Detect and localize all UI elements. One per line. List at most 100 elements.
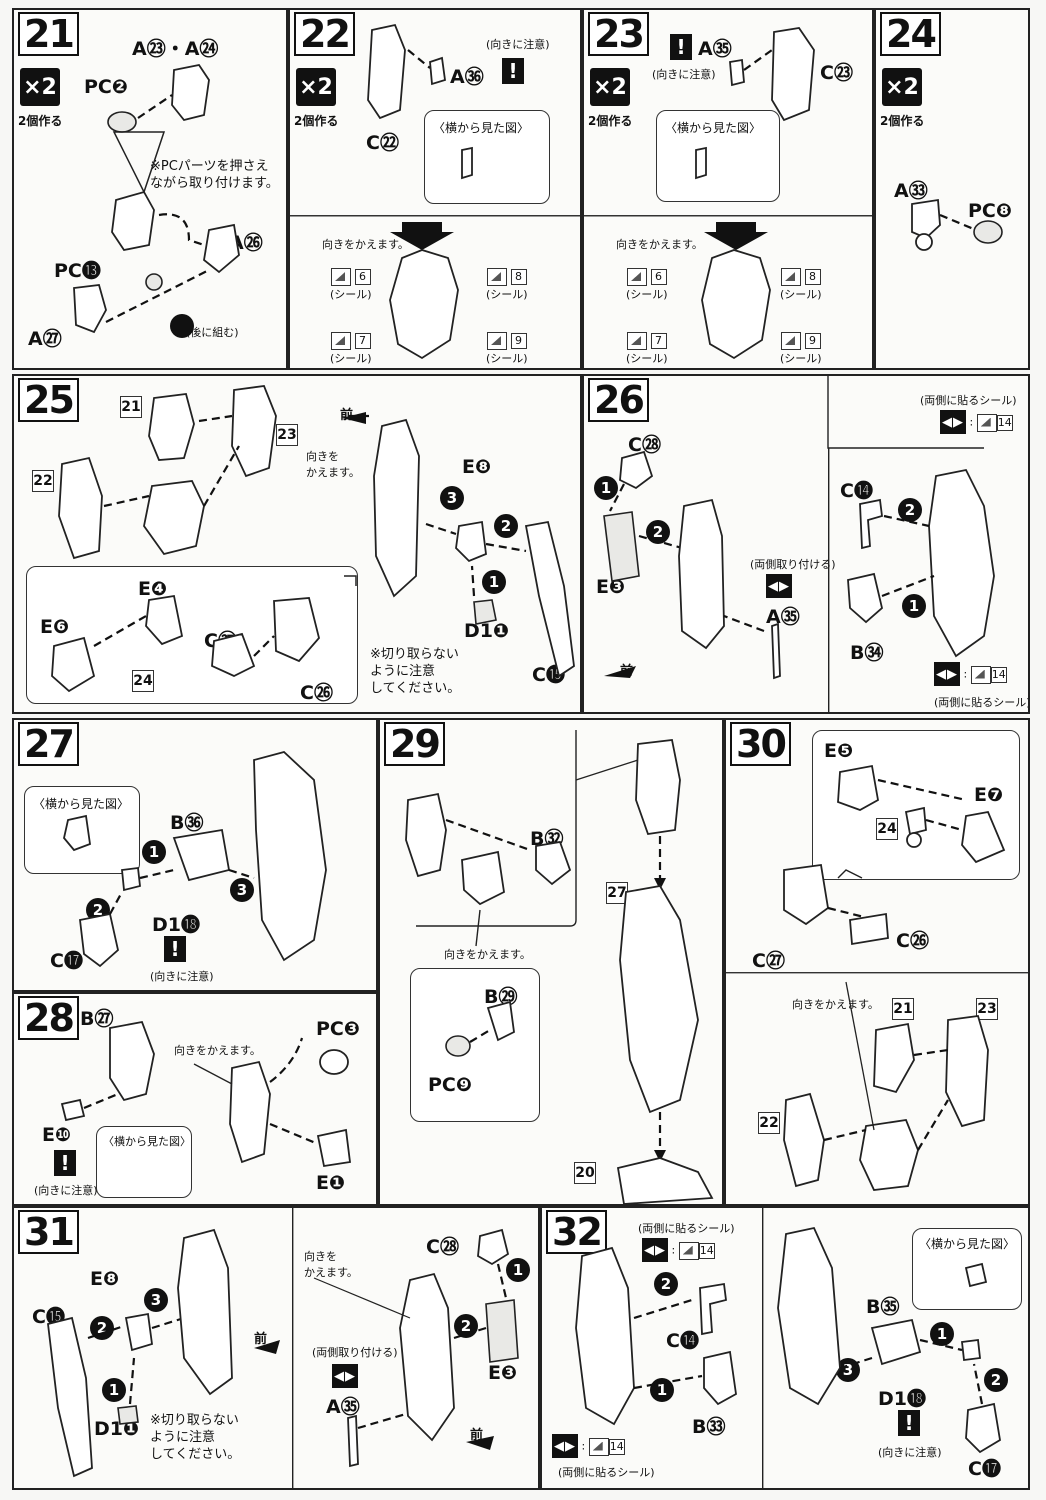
- step-28-illustration: [60, 1020, 352, 1168]
- side-view-label: 〈横から見た図〉: [919, 1237, 1016, 1251]
- ref-step-24: 24: [876, 818, 898, 840]
- part-label: C⓮: [666, 1330, 699, 1352]
- caution-caption: (向きに注意): [150, 970, 214, 983]
- sticker-callout: 6(シール): [330, 268, 372, 301]
- both-attach-caption: (両側取り付ける): [312, 1346, 398, 1359]
- part-label: PC⓭: [54, 260, 101, 282]
- part-label: C㉖: [300, 682, 333, 704]
- part-label: B㉞: [850, 642, 884, 664]
- ref-step-23: 23: [976, 998, 998, 1020]
- side-view-inset: 〈横から見た図〉: [96, 1126, 192, 1198]
- part-label: PC❸: [316, 1018, 360, 1040]
- part-label: E❹: [138, 578, 168, 600]
- step-21-illustration: [73, 63, 240, 338]
- both-sides-icon: ◀▶: [940, 410, 966, 434]
- part-label: C㉘: [426, 1236, 459, 1258]
- both-attach-caption: (両側取り付ける): [750, 558, 836, 571]
- part-label: E❽: [462, 456, 492, 478]
- step-29-panel: 29 B㉜ 向きをかえます。 B㉙ PC❾ 27 20: [378, 718, 724, 1206]
- sticker-callout: ◀▶ : 14: [934, 662, 1007, 686]
- sticker-callout: 9(シール): [486, 332, 528, 365]
- part-label: A㉓・A㉔: [132, 38, 219, 60]
- step-26-illustration: [603, 376, 995, 712]
- step-order-marker: 3: [144, 1288, 168, 1312]
- part-label: A㉟: [766, 606, 800, 628]
- side-view-inset: 〈横から見た図〉: [424, 110, 550, 204]
- part-label: A㊱: [450, 66, 484, 88]
- part-label: E❸: [596, 576, 626, 598]
- part-label: E❼: [974, 784, 1004, 806]
- subassembly-inset: [410, 968, 540, 1122]
- turn-caption: 向きをかえます。: [792, 998, 879, 1011]
- sticker-callout: 8(シール): [780, 268, 822, 301]
- exclamation-icon: !: [502, 58, 524, 84]
- step-number: 28: [18, 996, 79, 1040]
- part-label: B㉝: [692, 1416, 726, 1438]
- sticker-icon: [678, 1241, 699, 1260]
- sticker-icon: [487, 268, 508, 286]
- step-number: 27: [18, 722, 79, 766]
- part-label: A㉝: [894, 180, 928, 202]
- step-24-panel: 24 ×2 2個作る A㉝ PC❽: [874, 8, 1030, 370]
- part-label: C㉗: [752, 950, 785, 972]
- step-27-illustration: [63, 751, 327, 968]
- times-two-badge: ×2: [296, 68, 336, 106]
- exclamation-icon: !: [670, 34, 692, 60]
- side-view-label: 〈横から見た図〉: [33, 797, 130, 811]
- step-order-marker: 1: [594, 476, 618, 500]
- step-order-marker: 1: [930, 1322, 954, 1346]
- step-21-panel: 21 ×2 2個作る A㉓・A㉔ PC❷ ※PCパーツを押さえ ながら取り付けま…: [12, 8, 288, 370]
- note-text: ※PCパーツを押さえ ながら取り付けます。: [150, 159, 279, 191]
- step-30-panel: 30 E❺ E❼ 24 C㉗ C㉖ 向きをかえます。 21 23 22: [724, 718, 1030, 1206]
- step-23-panel: 23 ×2 2個作る ! A㉟ (向きに注意) C㉓ 〈横から見た図〉 向きをか…: [582, 8, 874, 370]
- step-order-marker: 2: [90, 1316, 114, 1340]
- exclamation-icon: !: [898, 1410, 920, 1436]
- turn-caption: 向きをかえます。: [322, 238, 409, 251]
- step-number: 31: [18, 1210, 79, 1254]
- step-order-marker: 1: [102, 1378, 126, 1402]
- step-number: 21: [18, 12, 79, 56]
- side-view-label: 〈横から見た図〉: [665, 121, 762, 135]
- part-label: C⓱: [50, 950, 83, 972]
- part-label: A㉟: [698, 38, 732, 60]
- sticker-callout: ◀▶ : 14: [552, 1434, 625, 1458]
- both-sides-icon: ◀▶: [332, 1364, 358, 1388]
- make-two-caption: 2個作る: [294, 114, 339, 128]
- step-number: 29: [384, 722, 445, 766]
- sticker-icon: [781, 332, 802, 350]
- step-27-panel: 27 〈横から見た図〉 B㊱ D1⓲ ! (向きに注意) C⓱ 1 2 3: [12, 718, 378, 992]
- step-24-illustration: [911, 198, 1003, 251]
- step-number: 32: [546, 1210, 607, 1254]
- both-sides-icon: ◀▶: [642, 1238, 668, 1262]
- later-note: (後に組む): [186, 326, 239, 339]
- sticker-icon: [331, 268, 352, 286]
- sticker-callout: ◀▶ : 14: [642, 1238, 715, 1262]
- part-label: C㉘: [628, 434, 661, 456]
- exclamation-icon: !: [164, 936, 186, 962]
- times-two-badge: ×2: [20, 68, 60, 106]
- ref-step-24: 24: [132, 670, 154, 692]
- sticker-callout: ◀▶ : 14: [940, 410, 1013, 434]
- step-number: 26: [588, 378, 649, 422]
- step-31-illustration: [47, 1208, 519, 1488]
- step-32-illustration: [575, 1208, 1001, 1488]
- ref-step-23: 23: [276, 424, 298, 446]
- sticker-icon: [588, 1437, 609, 1456]
- sticker-callout: 7(シール): [626, 332, 668, 365]
- front-label: 前: [254, 1332, 268, 1347]
- step-order-marker: 1: [482, 570, 506, 594]
- side-view-label: 〈横から見た図〉: [433, 121, 530, 135]
- side-view-inset: 〈横から見た図〉: [656, 110, 780, 202]
- sticker-callout: 7(シール): [330, 332, 372, 365]
- part-label: E❺: [824, 740, 854, 762]
- step-order-marker: 3: [230, 878, 254, 902]
- make-two-caption: 2個作る: [18, 114, 63, 128]
- part-label: E❽: [90, 1268, 120, 1290]
- part-label: PC❾: [428, 1074, 472, 1096]
- step-number: 25: [18, 378, 79, 422]
- step-32-panel: 32 (両側に貼るシール) ◀▶ : 14 C⓮ B㉝ ◀▶ : 14 (両側に…: [540, 1206, 1030, 1490]
- ref-step-21: 21: [892, 998, 914, 1020]
- sticker-icon: [781, 268, 802, 286]
- ref-step-27: 27: [606, 882, 628, 904]
